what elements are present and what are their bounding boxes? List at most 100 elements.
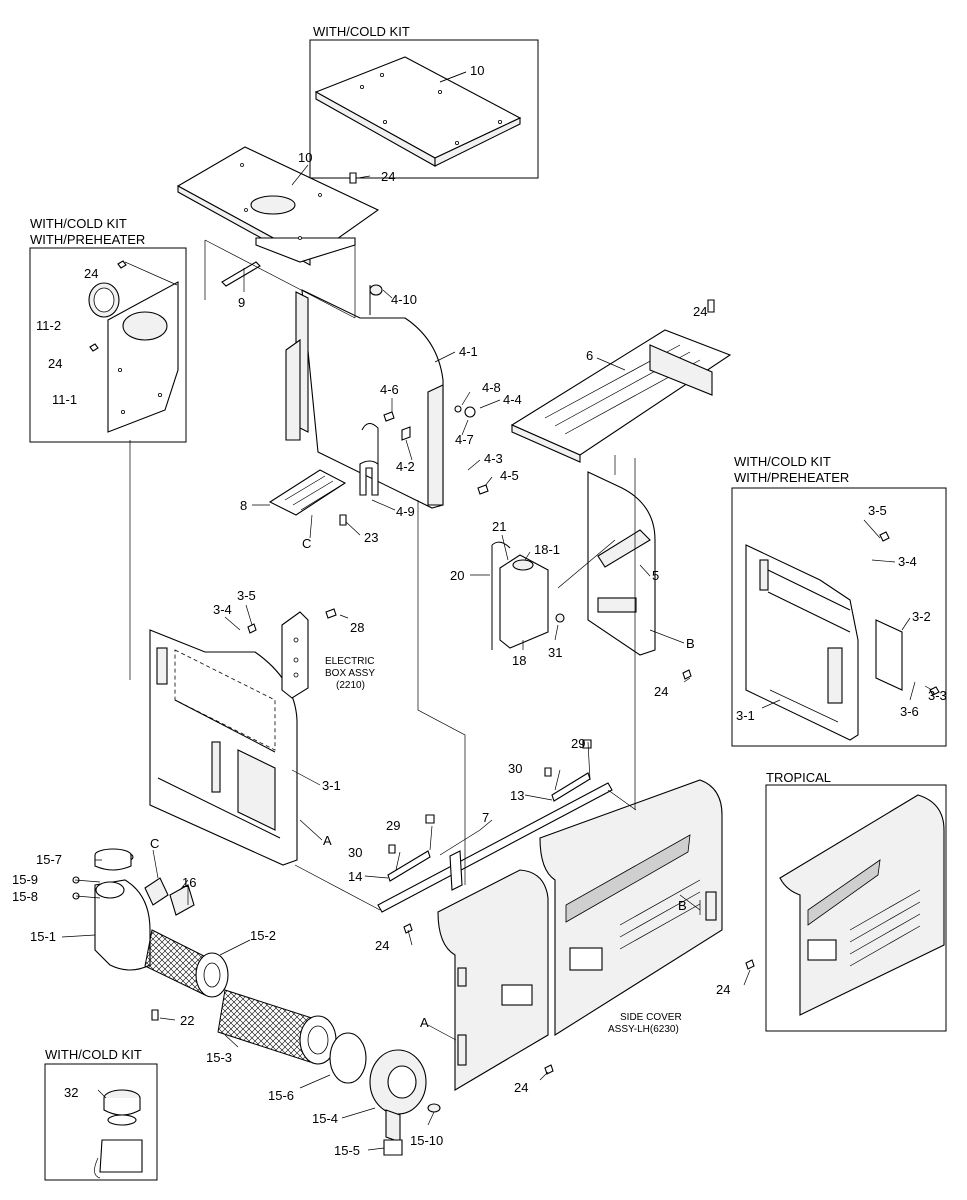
inset-title: WITH/COLD KIT xyxy=(30,216,127,231)
filter-element-outer xyxy=(144,929,229,998)
callout: 4-7 xyxy=(455,432,474,447)
callout: 18 xyxy=(512,653,526,668)
callout: 4-5 xyxy=(500,468,519,483)
callout: 29 xyxy=(571,736,585,751)
callout: 24 xyxy=(84,266,98,281)
callout: 15-2 xyxy=(250,928,276,943)
callout: 24 xyxy=(48,356,62,371)
callout: 6 xyxy=(586,348,593,363)
bracket-9 xyxy=(221,261,261,287)
callout: 16 xyxy=(182,875,196,890)
note-electric-box: (2210) xyxy=(336,680,365,691)
callout: 21 xyxy=(492,519,506,534)
inset-cold-kit-top: WITH/COLD KIT xyxy=(309,24,539,179)
callout: B xyxy=(686,636,695,651)
callout: 4-10 xyxy=(391,292,417,307)
callout: 3-1 xyxy=(322,778,341,793)
callout: 18-1 xyxy=(534,542,560,557)
fastener-bolts xyxy=(72,172,755,1075)
inset-title: WITH/COLD KIT xyxy=(313,24,410,39)
callout: 4-1 xyxy=(459,344,478,359)
callout: 15-8 xyxy=(12,889,38,904)
callout: 4-6 xyxy=(380,382,399,397)
callout: 15-7 xyxy=(36,852,62,867)
inset-cold-kit-preheater-right: WITH/COLD KIT WITH/PREHEATER xyxy=(731,454,947,747)
callout: 3-4 xyxy=(898,554,917,569)
hinge-bar-7 xyxy=(377,782,613,913)
callout: 3-6 xyxy=(900,704,919,719)
callout: 3-5 xyxy=(237,588,256,603)
top-cover-plate xyxy=(176,146,380,266)
assembly-notes: ELECTRIC BOX ASSY (2210) SIDE COVER ASSY… xyxy=(325,656,682,1035)
callout: 24 xyxy=(654,684,668,699)
callout: 15-3 xyxy=(206,1050,232,1065)
callout: 4-2 xyxy=(396,459,415,474)
callout: 15-6 xyxy=(268,1088,294,1103)
end-cap-15-4 xyxy=(369,1049,441,1156)
callout: 29 xyxy=(386,818,400,833)
callout: 15-4 xyxy=(312,1111,338,1126)
cover-6 xyxy=(510,329,732,463)
callout: 3-5 xyxy=(868,503,887,518)
callout: 15-9 xyxy=(12,872,38,887)
callout: 15-5 xyxy=(334,1143,360,1158)
electric-box xyxy=(281,611,309,699)
air-cleaner-housing xyxy=(94,850,195,971)
callout: A xyxy=(420,1015,429,1030)
callout: B xyxy=(678,898,687,913)
callout: 23 xyxy=(364,530,378,545)
callout: 20 xyxy=(450,568,464,583)
callout: 4-8 xyxy=(482,380,501,395)
callout: C xyxy=(302,536,311,551)
inset-title: WITH/PREHEATER xyxy=(30,232,145,247)
callout: 7 xyxy=(482,810,489,825)
callout: 4-3 xyxy=(484,451,503,466)
note-electric-box: BOX ASSY xyxy=(325,668,375,679)
callout: 3-3 xyxy=(928,688,947,703)
note-electric-box: ELECTRIC xyxy=(325,656,374,667)
callout: 24 xyxy=(375,938,389,953)
callout: 3-1 xyxy=(736,708,755,723)
callout: 14 xyxy=(348,869,362,884)
callout: 4-9 xyxy=(396,504,415,519)
inset-title: WITH/COLD KIT xyxy=(734,454,831,469)
inset-title: WITH/PREHEATER xyxy=(734,470,849,485)
panel-5 xyxy=(587,471,656,656)
callout-labels: 10 10 24 24 11-2 24 11-1 9 4-10 4-1 24 6… xyxy=(12,63,947,1158)
callout: 13 xyxy=(510,788,524,803)
callout: 11-2 xyxy=(36,318,61,333)
bracket-14 xyxy=(387,850,431,882)
callout: 11-1 xyxy=(52,392,77,407)
side-cover-assy xyxy=(437,779,723,1091)
callout: 4-4 xyxy=(503,392,522,407)
callout: 31 xyxy=(548,645,562,660)
callout: 24 xyxy=(514,1080,528,1095)
inset-title: TROPICAL xyxy=(766,770,831,785)
callout: 3-2 xyxy=(912,609,931,624)
callout: 3-4 xyxy=(213,602,232,617)
inset-tropical: TROPICAL xyxy=(765,770,947,1032)
callout: 5 xyxy=(652,568,659,583)
callout: 22 xyxy=(180,1013,194,1028)
inset-cold-kit-preheater-left: WITH/COLD KIT WITH/PREHEATER xyxy=(29,216,187,443)
gasket-15-6 xyxy=(329,1032,367,1084)
callout: 10 xyxy=(470,63,484,78)
filter-element-inner xyxy=(217,989,337,1065)
callout: 32 xyxy=(64,1085,78,1100)
callout: A xyxy=(323,833,332,848)
band-15-7 xyxy=(94,848,132,871)
callout: 28 xyxy=(350,620,364,635)
side-panel-3-1 xyxy=(149,629,298,866)
callout: 15-10 xyxy=(410,1133,443,1148)
callout: 15-1 xyxy=(30,929,56,944)
callout: 24 xyxy=(693,304,707,319)
main-frame-panel xyxy=(285,284,444,509)
inset-cold-kit-bottom: WITH/COLD KIT xyxy=(44,1047,158,1181)
callout: 24 xyxy=(716,982,730,997)
note-side-cover: SIDE COVER xyxy=(620,1012,682,1023)
callout: 30 xyxy=(508,761,522,776)
callout: 24 xyxy=(381,169,395,184)
callout: 10 xyxy=(298,150,312,165)
